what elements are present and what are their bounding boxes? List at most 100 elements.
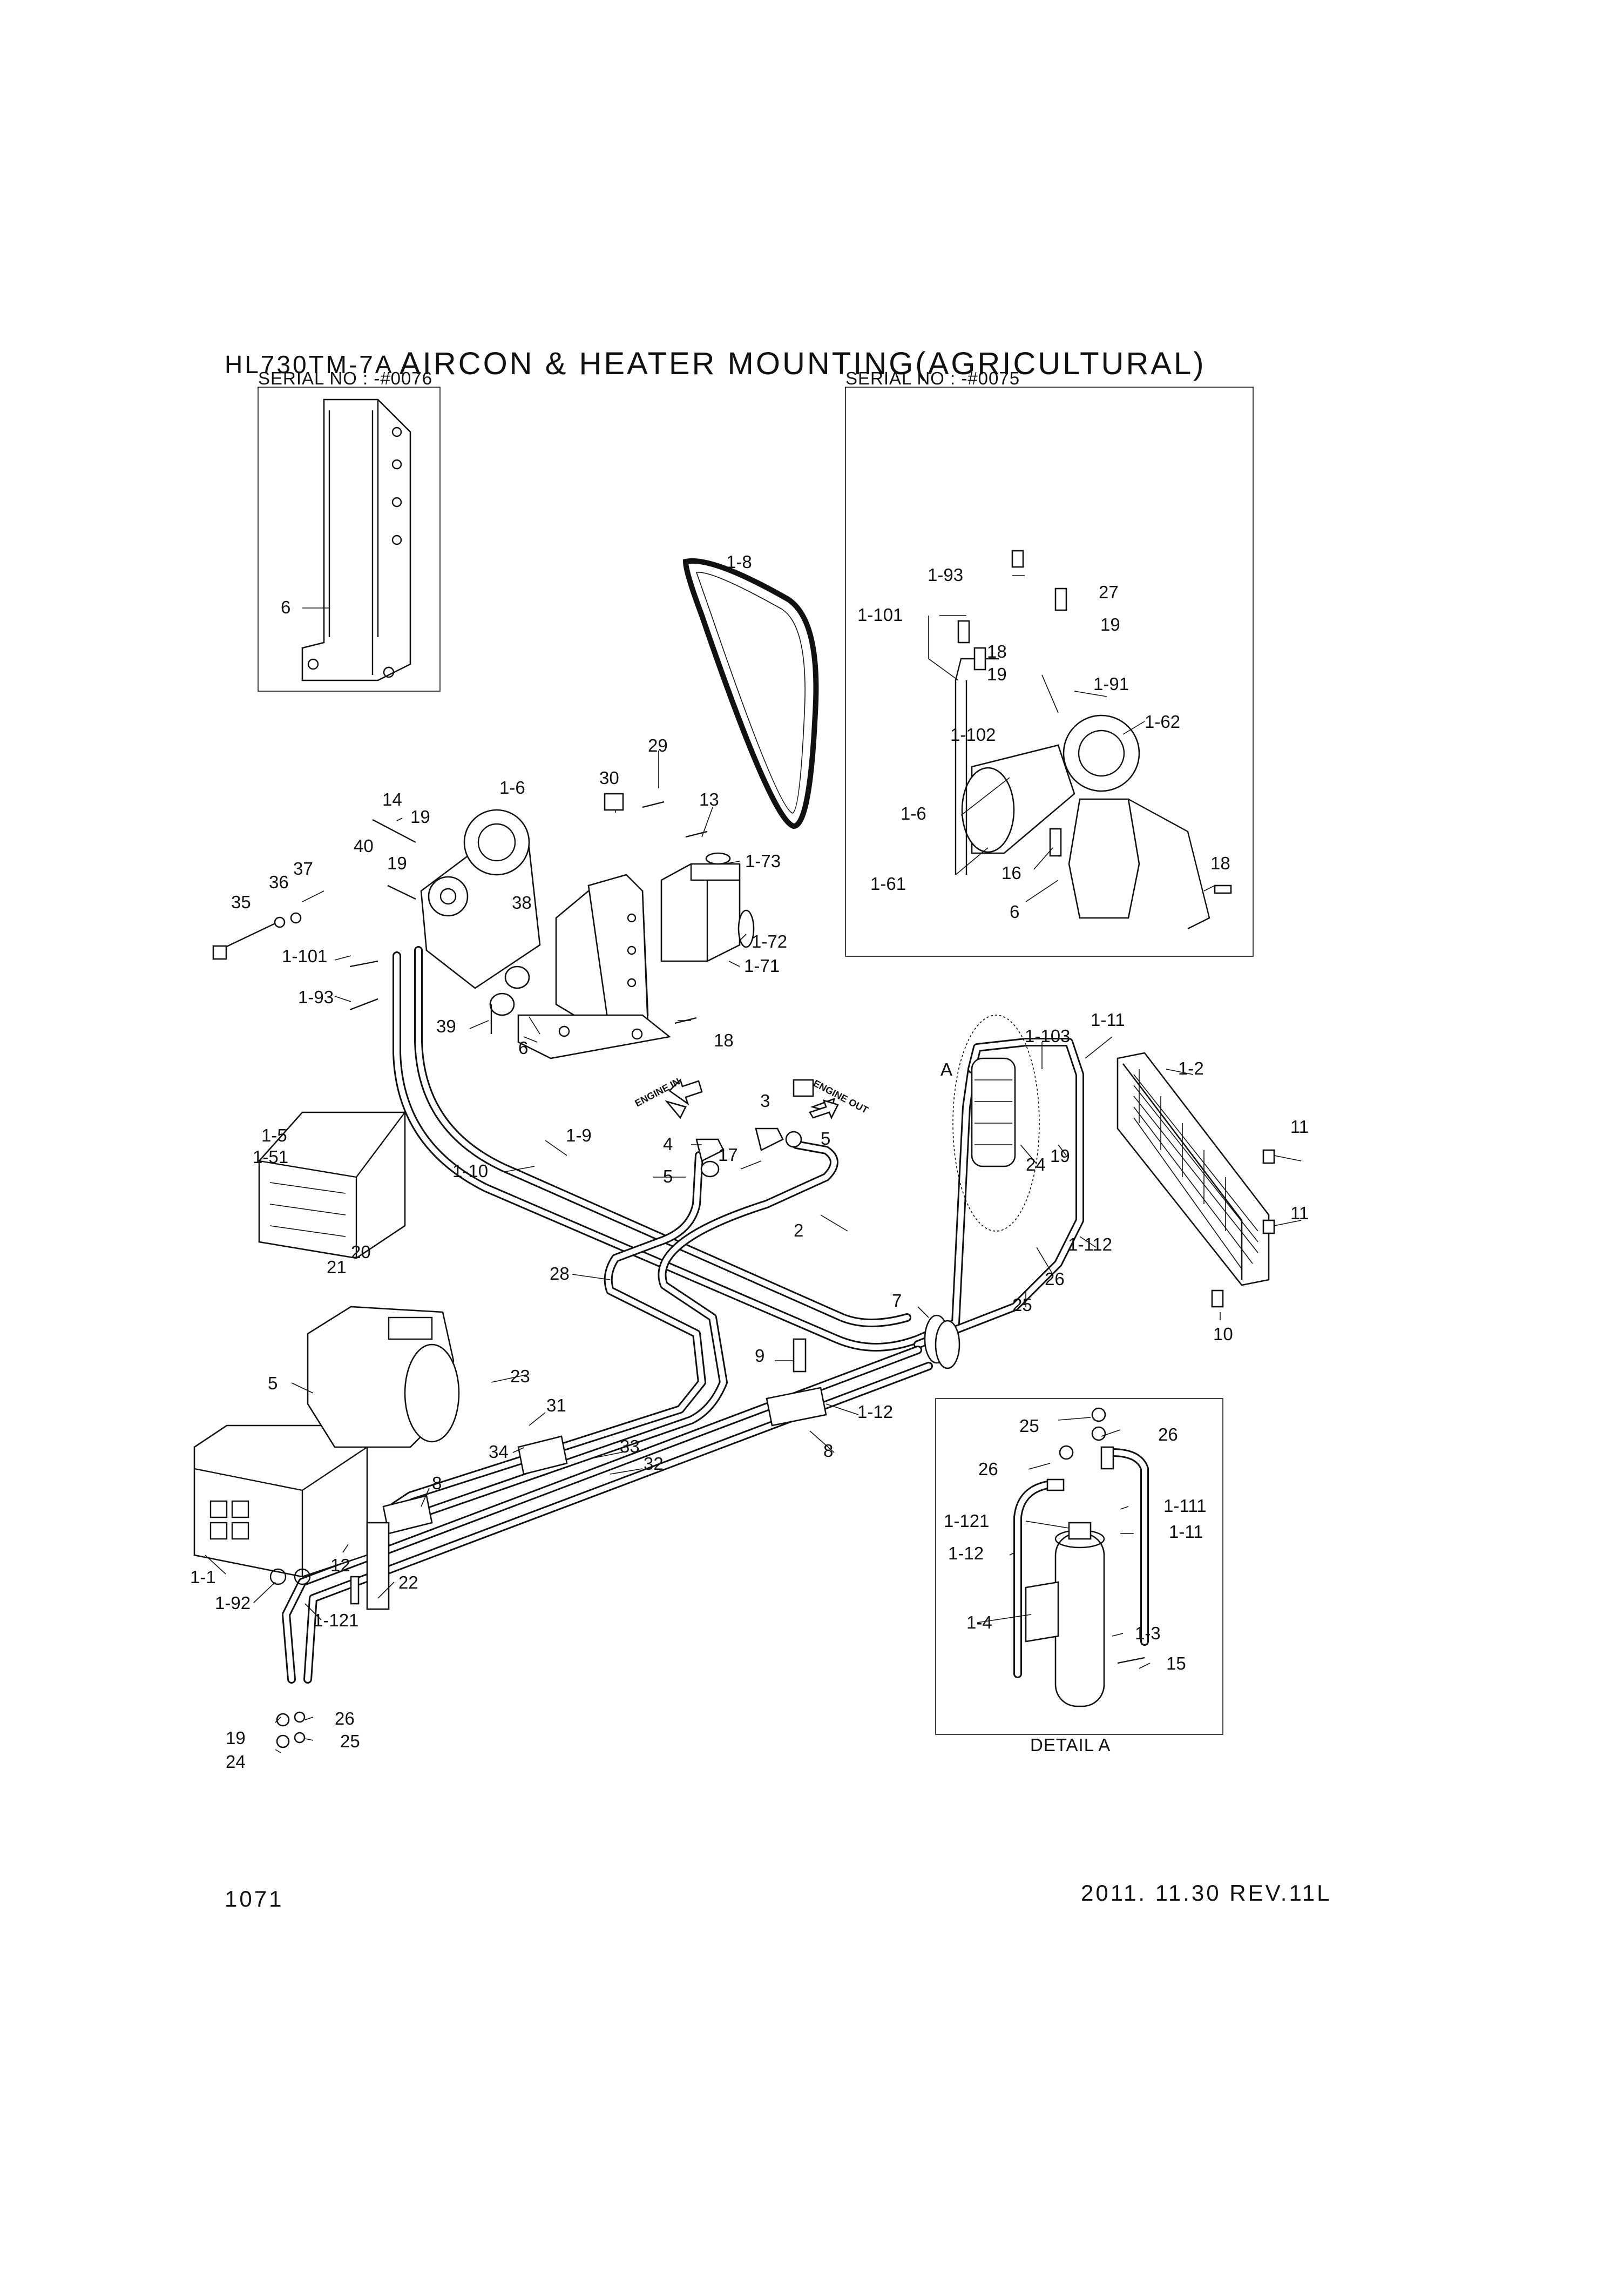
callout-37: 37	[293, 859, 313, 879]
heater-unit	[193, 1306, 460, 1610]
callout-24: 24	[1026, 1154, 1046, 1174]
callout-40: 40	[354, 836, 374, 856]
callout-17: 17	[718, 1145, 738, 1165]
callout-A: A	[940, 1059, 952, 1079]
callout-13: 13	[699, 789, 719, 809]
callout-19: 19	[1050, 1146, 1070, 1166]
callout-1-112: 1-112	[1068, 1234, 1112, 1254]
callout-19-inset-a: 19	[1100, 614, 1120, 634]
callout-1-91: 1-91	[1093, 674, 1129, 694]
callout-25-detail: 25	[1019, 1416, 1039, 1436]
callout-16: 16	[1002, 863, 1021, 883]
callout-1-61: 1-61	[870, 874, 906, 894]
left-inset-frame	[258, 387, 441, 692]
callout-26-detail-a: 26	[1158, 1424, 1178, 1444]
callout-1-4: 1-4	[966, 1612, 992, 1632]
callout-26: 26	[1045, 1269, 1065, 1289]
receiver-drier-group	[952, 1015, 1040, 1232]
condenser	[1116, 1052, 1275, 1308]
callout-1-12-detail: 1-12	[948, 1543, 984, 1563]
callout-31: 31	[546, 1395, 566, 1415]
callout-22: 22	[398, 1572, 418, 1592]
compressor-bracket	[517, 874, 672, 1059]
callout-11-a: 11	[1290, 1117, 1309, 1137]
page-title: AIRCON & HEATER MOUNTING(AGRICULTURAL)	[400, 346, 1206, 381]
callout-21: 21	[327, 1257, 347, 1277]
callout-19-inset-b: 19	[987, 664, 1007, 684]
callout-leaders	[205, 569, 1302, 1753]
callout-8: 8	[823, 1441, 833, 1461]
callout-32: 32	[644, 1454, 664, 1474]
engine-in-arrow: ENGINE IN	[633, 1076, 703, 1109]
control-panel	[258, 1111, 406, 1259]
callout-1-8: 1-8	[726, 552, 752, 572]
callout-1-2: 1-2	[1178, 1058, 1204, 1078]
callout-8-heater: 8	[432, 1473, 442, 1493]
engine-out-arrow: ENGINE OUT	[809, 1078, 870, 1120]
callout-1-6-inset: 1-6	[901, 803, 926, 823]
belt-tensioner	[660, 852, 755, 962]
callout-30: 30	[599, 768, 619, 788]
callout-1-5: 1-5	[261, 1125, 287, 1145]
callout-1-62: 1-62	[1145, 712, 1180, 732]
callout-5-heater: 5	[268, 1373, 278, 1393]
callout-7: 7	[892, 1291, 902, 1310]
callout-10: 10	[1213, 1324, 1233, 1344]
detail-a-caption: DETAIL A	[1030, 1735, 1111, 1755]
callout-6: 6	[518, 1038, 528, 1058]
callout-1-11: 1-11	[1091, 1010, 1125, 1030]
callout-5-b: 5	[821, 1129, 830, 1149]
callout-1-51: 1-51	[253, 1147, 288, 1167]
page-number: 1071	[225, 1886, 284, 1911]
hose-clamps	[382, 1314, 960, 1535]
bottom-fittings	[269, 1568, 311, 1748]
callout-18-inset: 18	[987, 641, 1007, 661]
detail-a-marker: A	[940, 1059, 952, 1079]
callout-1-9: 1-9	[566, 1125, 592, 1145]
callout-18: 18	[714, 1030, 734, 1050]
right-inset-serial: SERIAL NO : -#0075	[845, 368, 1020, 388]
callout-1-1: 1-1	[190, 1567, 216, 1587]
callout-27: 27	[1099, 582, 1119, 602]
callout-1-103: 1-103	[1025, 1026, 1070, 1046]
callout-1-111: 1-111	[1163, 1496, 1207, 1516]
callout-24-heater: 24	[226, 1752, 246, 1772]
callout-5-a: 5	[663, 1166, 673, 1186]
left-inset-serial: SERIAL NO : -#0076	[258, 368, 433, 388]
callout-20: 20	[351, 1242, 371, 1262]
callout-19-b: 19	[387, 853, 407, 873]
callout-26-heater: 26	[335, 1708, 355, 1728]
callout-1-11-detail: 1-11	[1169, 1522, 1203, 1542]
callout-1-101: 1-101	[282, 946, 327, 966]
callout-1-6: 1-6	[499, 778, 525, 798]
detail-a-receiver	[1013, 1407, 1149, 1707]
callout-1-12: 1-12	[857, 1402, 893, 1422]
callout-34: 34	[489, 1442, 509, 1462]
callout-15: 15	[1166, 1653, 1186, 1673]
compressor-inset	[955, 550, 1232, 930]
callout-29: 29	[648, 735, 668, 755]
callout-6-inset-right: 6	[1010, 902, 1019, 922]
callout-4: 4	[663, 1134, 673, 1154]
drive-belt-inner	[695, 572, 806, 814]
callout-1-101-inset: 1-101	[857, 605, 903, 625]
callout-38: 38	[512, 893, 532, 913]
revision-date: 2011. 11.30 REV.11L	[1081, 1880, 1332, 1906]
right-inset-frame	[845, 387, 1254, 957]
callout-39: 39	[436, 1016, 456, 1036]
callout-1-121: 1-121	[313, 1610, 358, 1630]
detail-a-frame	[935, 1398, 1223, 1735]
callout-18-inset-b: 18	[1210, 853, 1230, 873]
callout-1-92: 1-92	[215, 1593, 251, 1613]
callout-25: 25	[1012, 1295, 1032, 1315]
callout-11-b: 11	[1290, 1203, 1309, 1223]
callout-23: 23	[510, 1366, 530, 1386]
callout-1-72: 1-72	[752, 931, 787, 951]
mounting-bracket-inset	[301, 398, 411, 681]
callout-3: 3	[760, 1091, 770, 1111]
callout-36: 36	[269, 872, 289, 892]
callout-1-71: 1-71	[744, 956, 780, 976]
callout-labels: 6 1-93 27 1-101 18 19 19 1-91 1-102 1-62…	[190, 552, 1309, 1772]
callout-1-10: 1-10	[452, 1161, 488, 1181]
